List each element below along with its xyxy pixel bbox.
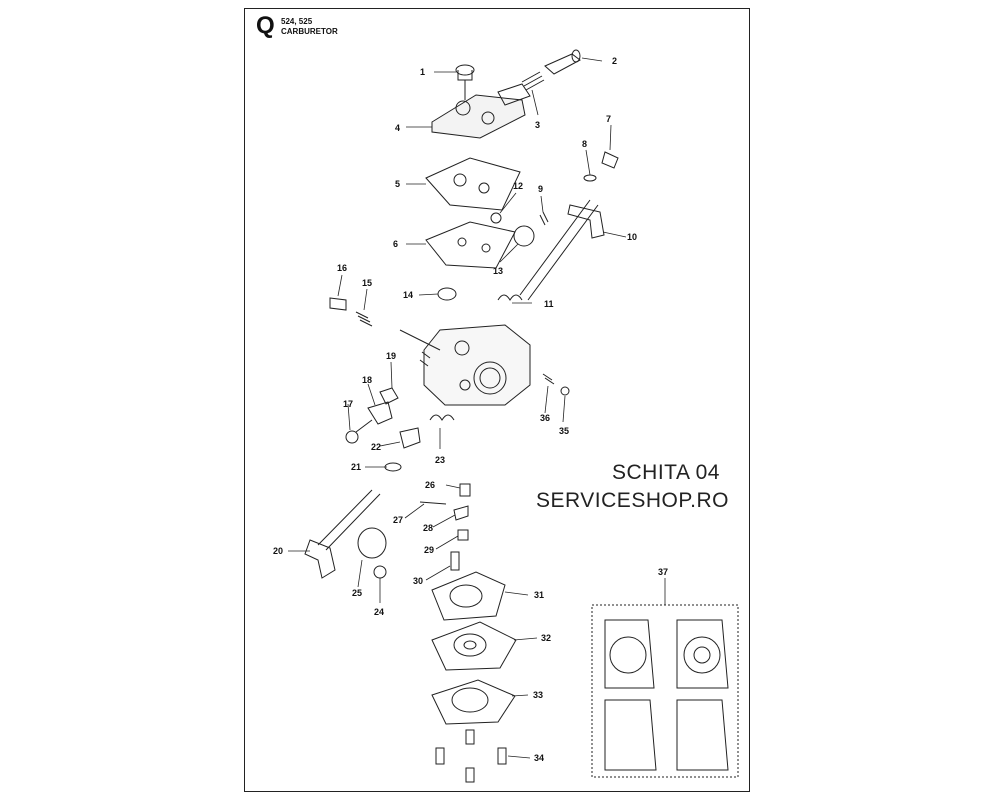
small-parts-drawing xyxy=(419,483,471,571)
callout-23: 23 xyxy=(435,455,445,465)
callout-11: 11 xyxy=(544,299,554,309)
idle-screw-drawing xyxy=(329,297,399,444)
callout-16: 16 xyxy=(337,263,347,273)
callout-5: 5 xyxy=(395,179,400,189)
callout-28: 28 xyxy=(423,523,433,533)
callout-26: 26 xyxy=(425,480,435,490)
callout-30: 30 xyxy=(413,576,423,586)
carburetor-body-drawing xyxy=(399,324,531,406)
callout-12: 12 xyxy=(513,181,523,191)
leader-lines xyxy=(288,57,666,759)
gasket-kit-drawing xyxy=(591,604,739,778)
callout-10: 10 xyxy=(627,232,637,242)
needle-drawing xyxy=(521,49,581,91)
callout-37: 37 xyxy=(658,567,668,577)
choke-shaft-drawing xyxy=(304,414,455,579)
callout-25: 25 xyxy=(352,588,362,598)
watermark-line-1: SCHITA 04 xyxy=(612,461,720,484)
callout-7: 7 xyxy=(606,114,611,124)
model-numbers: 524, 525 xyxy=(281,17,313,26)
callout-6: 6 xyxy=(393,239,398,249)
page-frame xyxy=(244,8,750,792)
callout-29: 29 xyxy=(424,545,434,555)
callout-14: 14 xyxy=(403,290,413,300)
callout-3: 3 xyxy=(535,120,540,130)
callout-19: 19 xyxy=(386,351,396,361)
callout-22: 22 xyxy=(371,442,381,452)
section-letter: Q xyxy=(256,12,275,39)
diagram-title: CARBURETOR xyxy=(281,27,338,36)
callout-2: 2 xyxy=(612,56,617,66)
callout-8: 8 xyxy=(582,139,587,149)
callout-18: 18 xyxy=(362,375,372,385)
callout-17: 17 xyxy=(343,399,353,409)
callout-4: 4 xyxy=(395,123,400,133)
callout-13: 13 xyxy=(493,266,503,276)
gasket-drawing xyxy=(425,157,521,269)
screws-drawing xyxy=(435,729,507,783)
callout-24: 24 xyxy=(374,607,384,617)
callout-31: 31 xyxy=(534,590,544,600)
callout-1: 1 xyxy=(420,67,425,77)
pump-diaphragm-drawing xyxy=(431,571,517,725)
callout-27: 27 xyxy=(393,515,403,525)
callout-36: 36 xyxy=(540,413,550,423)
callout-32: 32 xyxy=(541,633,551,643)
cover-plate-drawing xyxy=(431,64,531,139)
callout-34: 34 xyxy=(534,753,544,763)
callout-35: 35 xyxy=(559,426,569,436)
jet-drawing xyxy=(542,373,570,396)
throttle-shaft-drawing xyxy=(437,151,619,301)
callout-20: 20 xyxy=(273,546,283,556)
watermark-line-2: SERVICESHOP.RO xyxy=(536,489,729,512)
callout-33: 33 xyxy=(533,690,543,700)
callout-labels: 1 2 3 4 5 6 7 8 9 10 11 12 13 14 15 16 1… xyxy=(273,56,668,763)
callout-15: 15 xyxy=(362,278,372,288)
callout-9: 9 xyxy=(538,184,543,194)
callout-21: 21 xyxy=(351,462,361,472)
